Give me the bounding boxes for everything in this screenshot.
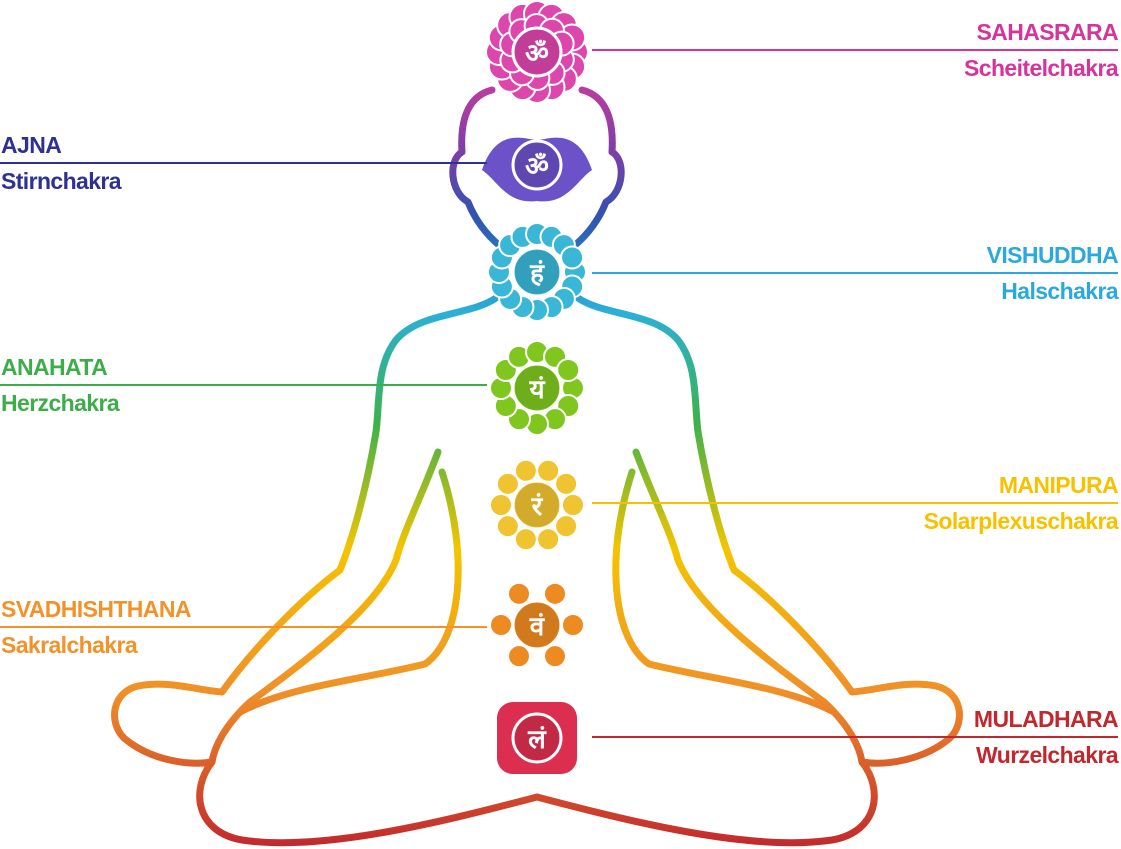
chakra-vishuddha: हं [487,222,587,322]
leader-line [592,49,1118,51]
chakra-anahata: यं [489,340,585,436]
bija-symbol: लं [527,724,547,754]
bija-symbol: यं [528,374,545,404]
chakra-ajna: ॐ [482,137,592,202]
leader-line [592,502,1118,504]
bija-symbol: ॐ [525,38,549,68]
body-outline-right [537,90,959,843]
leader-line [592,736,1118,738]
chakra-label: ANAHATA Herzchakra [1,354,120,416]
chakra-name: MULADHARA [973,706,1119,732]
chakra-name: SAHASRARA [976,19,1118,45]
chakra-center-icon [511,712,563,764]
chakra-name: SVADHISHTHANA [1,596,191,622]
chakra-center-icon [511,362,563,414]
leader-line [0,384,487,386]
chakra-name: ANAHATA [1,354,108,380]
chakra-label: MANIPURA Solarplexuschakra [923,472,1119,534]
bija-symbol: हं [529,258,545,288]
bija-symbol: रं [531,491,544,521]
chakra-subtitle: Scheitelchakra [964,55,1119,81]
chakra-subtitle: Sakralchakra [1,632,138,658]
chakra-muladhara: लं [497,702,577,774]
chakra-label: SAHASRARA Scheitelchakra [964,19,1119,81]
body-outline-left [111,86,541,847]
chakra-center-icon [511,139,563,191]
leader-line [0,626,487,628]
bija-symbol: ॐ [525,151,549,181]
chakra-label: AJNA Stirnchakra [1,132,122,194]
chakra-sahasrara: ॐ [485,0,589,104]
chakra-label: VISHUDDHA Halschakra [986,242,1119,304]
leader-line [0,162,487,164]
chakra-subtitle: Halschakra [1001,278,1118,304]
chakra-svadhishthana: वं [489,581,585,669]
chakra-name: MANIPURA [998,472,1119,498]
petals-icon [487,222,587,322]
petals-icon [489,581,585,669]
chakra-center-icon [511,246,563,298]
chakra-center-icon [511,26,563,78]
chakra-subtitle: Herzchakra [1,390,120,416]
chakra-subtitle: Solarplexuschakra [923,508,1119,534]
leader-line [592,272,1118,274]
chakra-center-icon [511,599,563,651]
chakra-center-icon [511,479,563,531]
petals-icon [489,458,585,552]
chakra-name: VISHUDDHA [986,242,1119,268]
chakra-manipura: रं [489,458,585,552]
chakra-label: MULADHARA Wurzelchakra [973,706,1119,768]
chakra-subtitle: Wurzelchakra [976,742,1119,768]
bija-symbol: वं [529,611,546,641]
chakra-subtitle: Stirnchakra [1,168,122,194]
chakra-name: AJNA [1,132,62,158]
chakra-label: SVADHISHTHANA Sakralchakra [1,596,191,658]
